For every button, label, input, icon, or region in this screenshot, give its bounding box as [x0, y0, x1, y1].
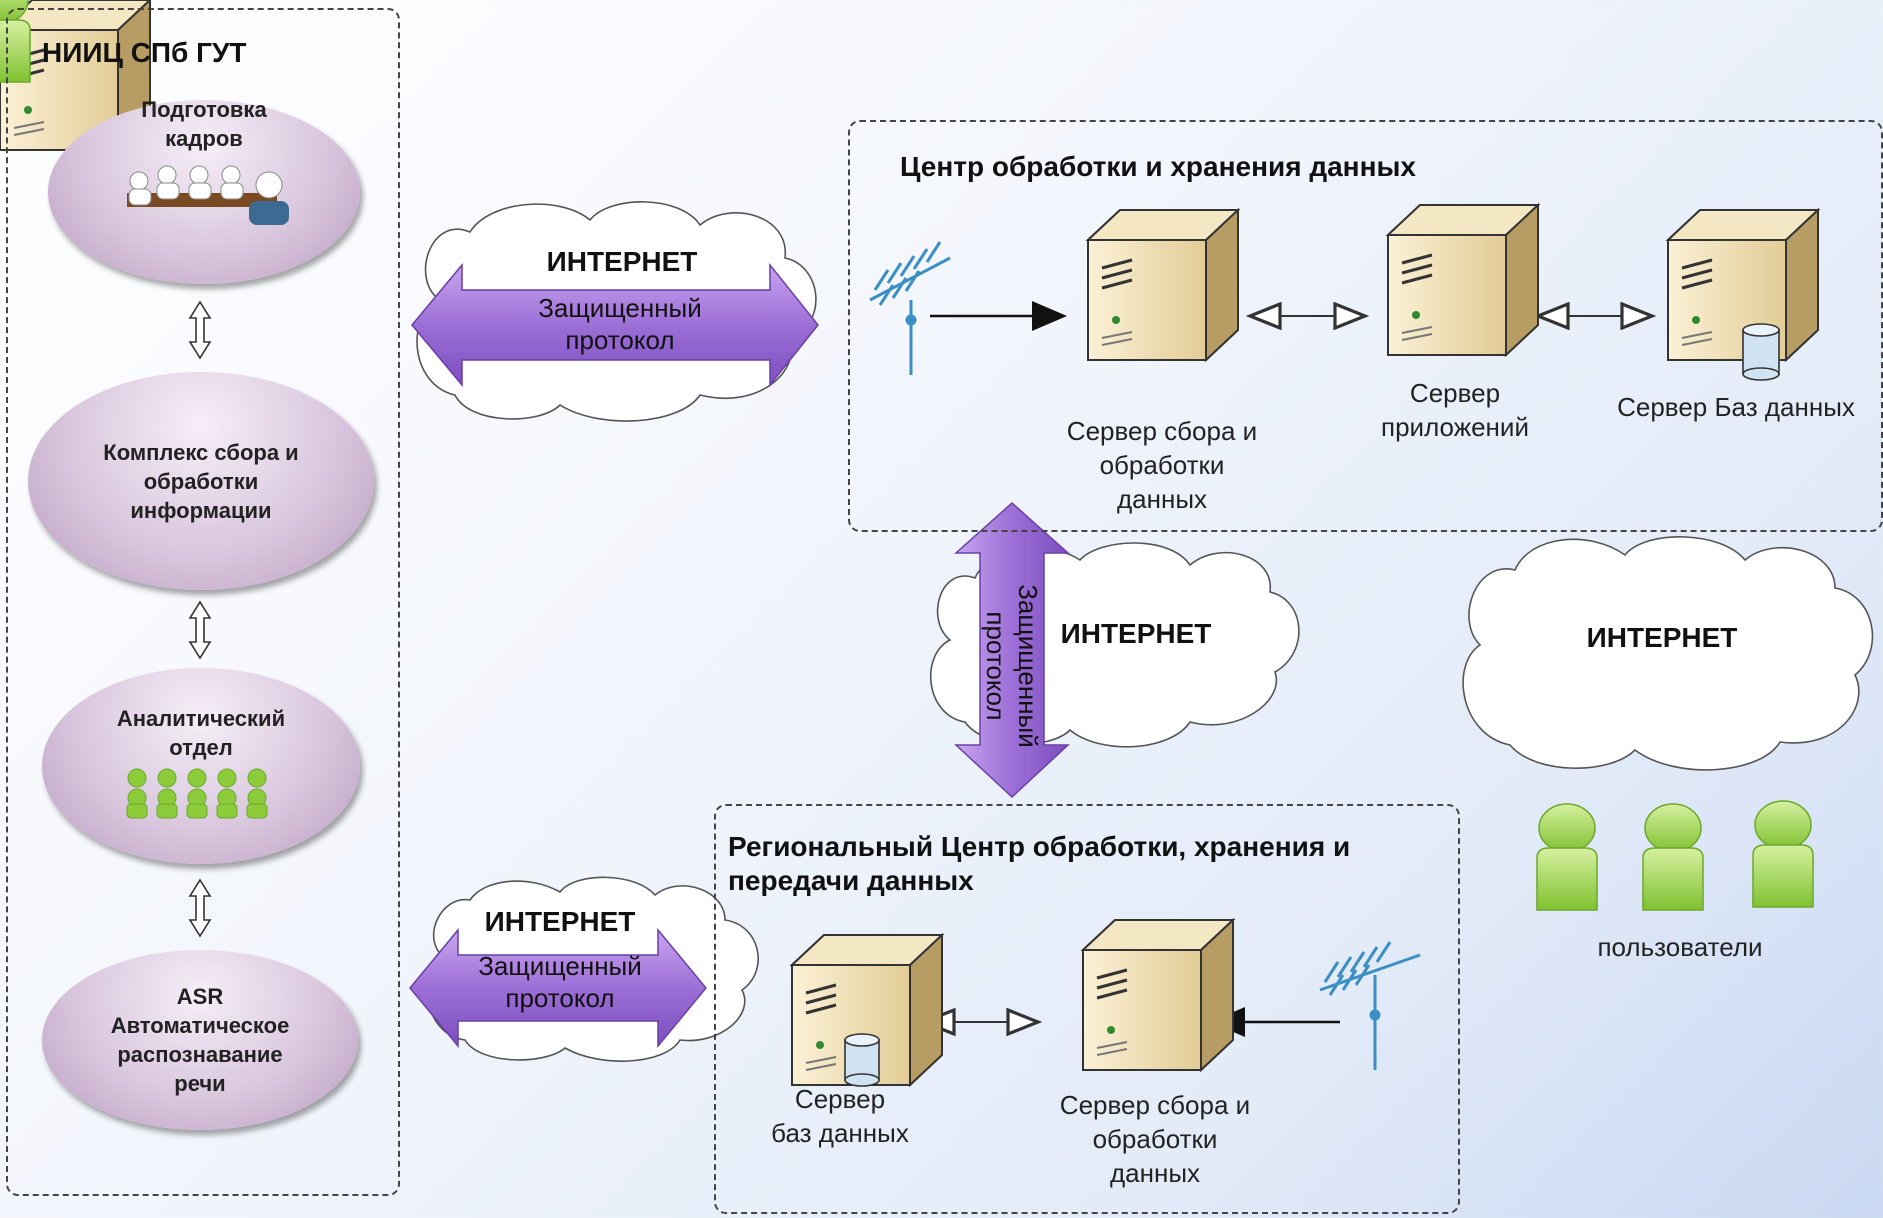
database-icon — [844, 1033, 880, 1087]
users-label: пользователи — [1597, 932, 1763, 962]
server-label: Сервер сбора и обработки данных — [1059, 1090, 1251, 1188]
unit-training: Подготовка кадров — [48, 97, 360, 284]
server-label: Сервер приложений — [1381, 378, 1529, 442]
unit-label: Подготовка кадров — [141, 97, 267, 151]
niiic-title: НИИЦ СПб ГУТ — [42, 37, 247, 68]
data-center-container — [848, 120, 1883, 532]
internet-label: ИНТЕРНЕТ — [484, 906, 636, 937]
secure-protocol-label: Защищенный протокол — [981, 584, 1043, 748]
internet-label: ИНТЕРНЕТ — [1586, 622, 1738, 653]
unit-asr: ASR Автоматическое распознавание речи — [42, 950, 358, 1130]
unit-label: Аналитический отдел — [116, 706, 286, 760]
secure-protocol-arrow — [409, 927, 707, 1049]
regional-center-title: Региональный Центр обработки, хранения и… — [728, 831, 1351, 896]
niiic-container — [6, 8, 400, 1196]
link-arrow — [188, 300, 212, 938]
secure-protocol-arrow-vertical — [954, 501, 1070, 799]
antenna-icon — [869, 241, 951, 375]
unit-label: Комплекс сбора и обработки информации — [103, 439, 299, 523]
regional-center-container — [714, 804, 1460, 1214]
server-label: Сервер сбора и обработки данных — [1066, 416, 1258, 514]
classroom-icon — [127, 165, 289, 225]
secure-protocol-label: Защищенный протокол — [538, 293, 702, 355]
secure-protocol-label: Защищенный протокол — [478, 951, 642, 1013]
server-label: Сервер баз данных — [771, 1084, 909, 1148]
database-icon — [1742, 323, 1780, 381]
antenna-icon — [1319, 941, 1421, 1070]
team-icon — [126, 768, 268, 819]
unit-collection: Комплекс сбора и обработки информации — [28, 372, 374, 590]
unit-analytics: Аналитический отдел — [42, 668, 360, 864]
data-center-title: Центр обработки и хранения данных — [900, 151, 1416, 182]
unit-label: ASR Автоматическое распознавание речи — [110, 984, 290, 1096]
cloud-icon — [1462, 536, 1874, 771]
internet-label: ИНТЕРНЕТ — [1060, 618, 1212, 649]
secure-protocol-arrow — [411, 262, 819, 388]
internet-label: ИНТЕРНЕТ — [546, 246, 698, 277]
server-label: Сервер Баз данных — [1617, 392, 1855, 422]
